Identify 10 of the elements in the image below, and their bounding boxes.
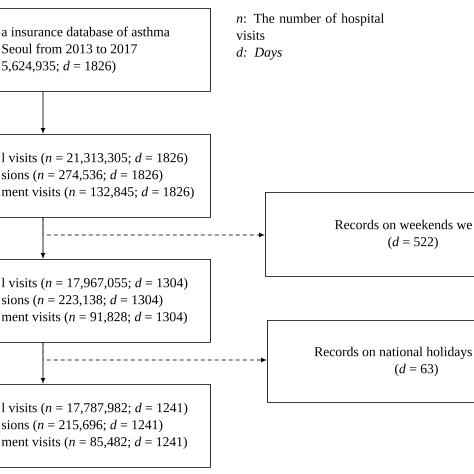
- arrow: [40, 91, 46, 133]
- dashed-arrow: [42, 342, 266, 362]
- flow-box: l visits (n = 21,313,305; d = 1826) sions (n = 274,536; d = 1826) ment visits (n = 132,845; d = 1826): [0, 134, 211, 218]
- dashed-arrow: [42, 217, 264, 238]
- flow-box: l visits (n = 17,787,982; d = 1241) sions (n = 215,696; d = 1241) ment visits (n = 85,482; d = 1241): [0, 384, 211, 468]
- flow-box: a insurance database of asthma Seoul from 2013 to 2017 5,624,935; d = 1826): [0, 8, 211, 92]
- flow-box: Records on weekends we (d = 522): [265, 192, 474, 277]
- flow-box: l visits (n = 17,967,055; d = 1304) sions (n = 223,138; d = 1304) ment visits (n = 91,828; d = 1304): [0, 259, 211, 343]
- flow-box: Records on national holidays (d = 63): [267, 320, 474, 403]
- legend-note: d: Days: [236, 47, 282, 60]
